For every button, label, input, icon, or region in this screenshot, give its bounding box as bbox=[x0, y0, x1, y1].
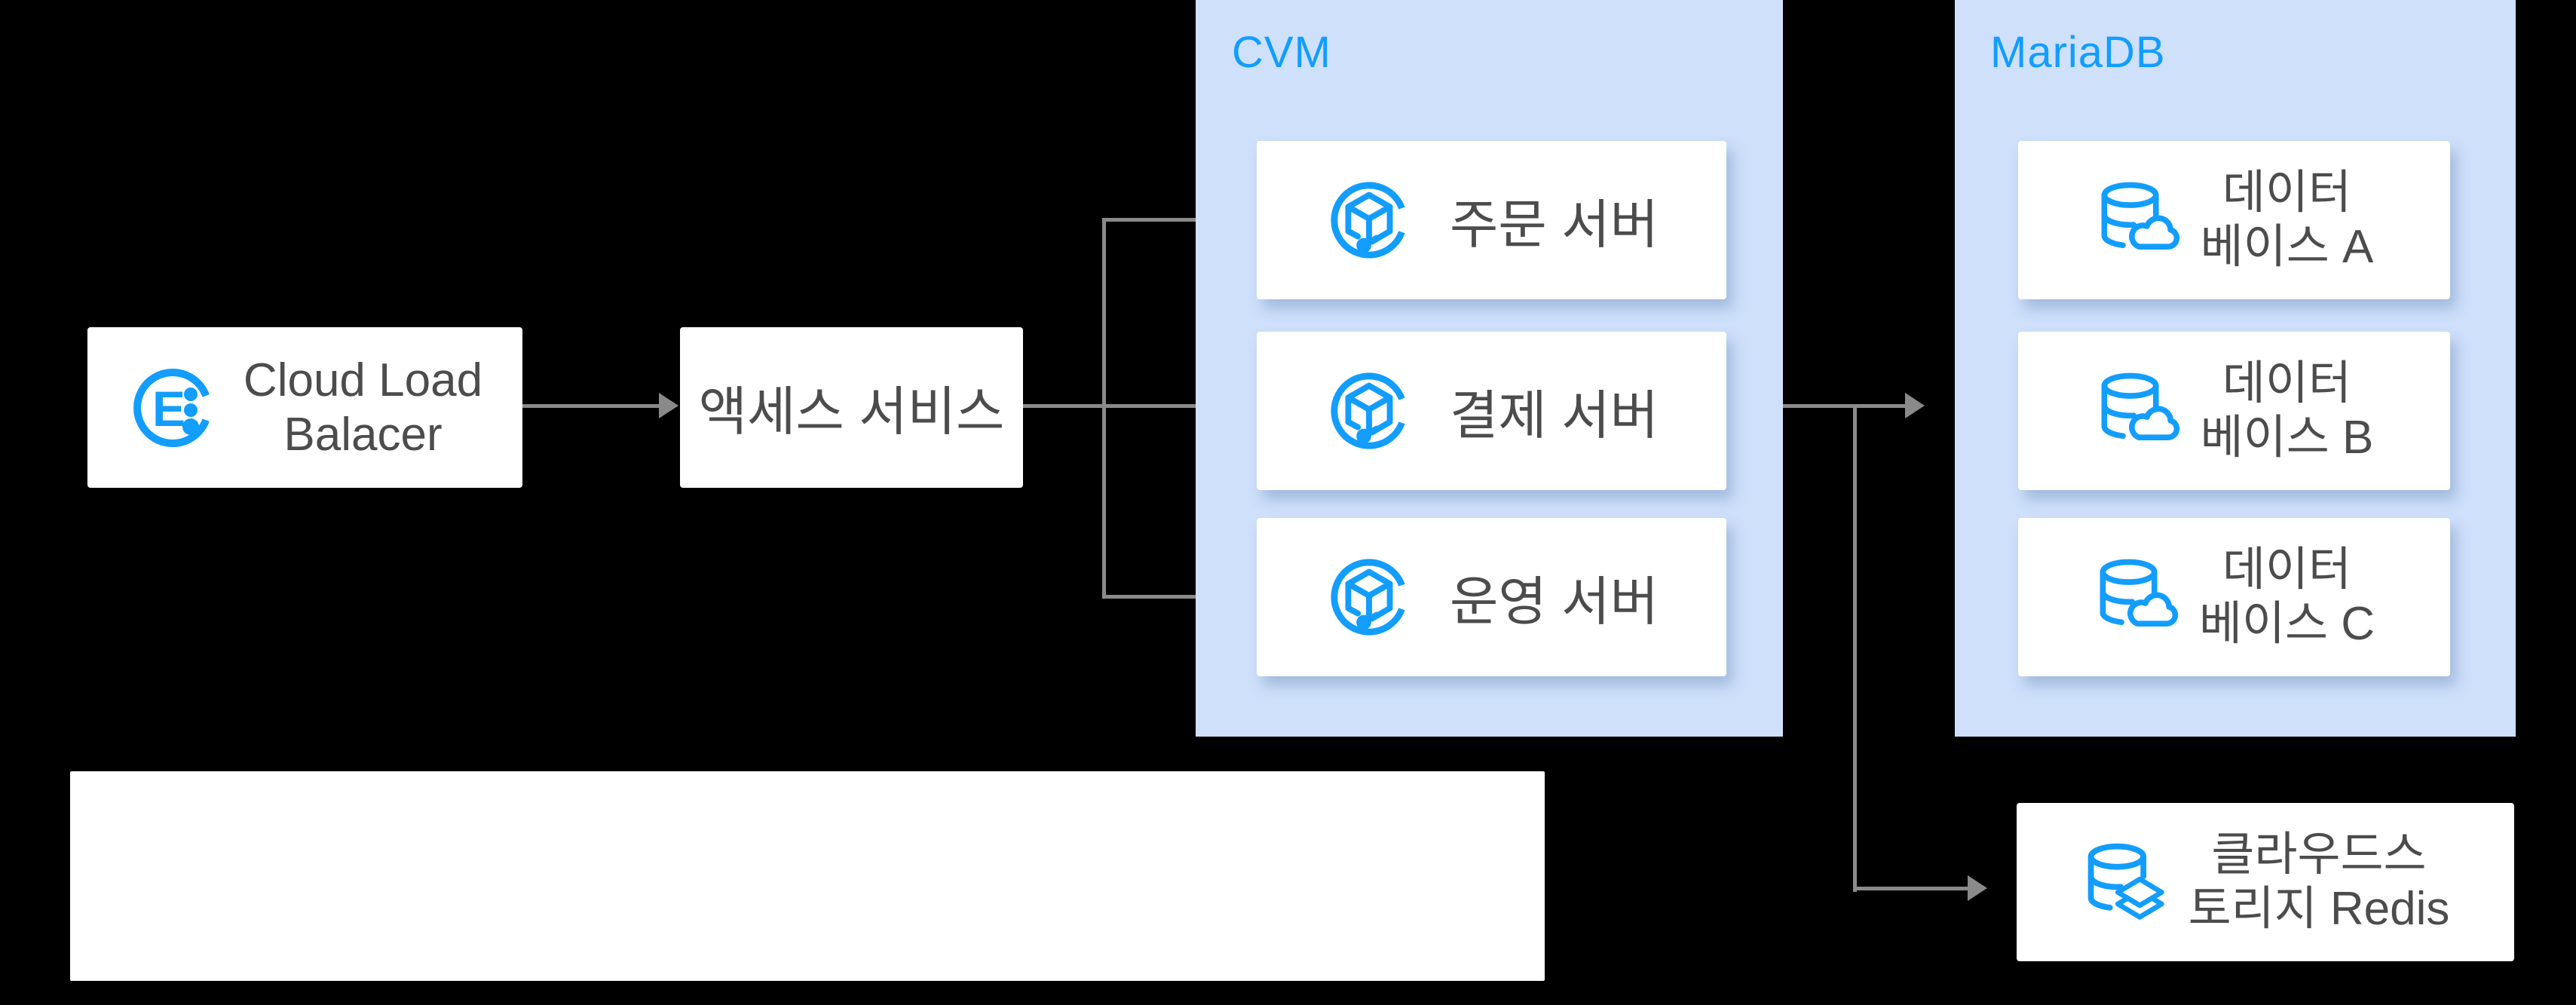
mariadb-container-title: MariaDB bbox=[1990, 28, 2166, 77]
database-b-label-line2: 베이스 B bbox=[2200, 412, 2374, 464]
empty-panel bbox=[70, 771, 1545, 981]
redis-label-line2: 토리지 Redis bbox=[2188, 883, 2450, 935]
database-cloud-icon bbox=[2101, 182, 2179, 250]
access-service-label: 액세스 서비스 bbox=[698, 382, 1005, 441]
database-b-node: 데이터 베이스 B bbox=[2018, 332, 2450, 490]
connector-branch-to-redis bbox=[1853, 887, 1968, 890]
payment-server-label: 결제 서버 bbox=[1449, 385, 1659, 445]
load-balancer-icon: E bbox=[133, 368, 210, 447]
database-c-label-line1: 데이터 bbox=[2222, 544, 2352, 596]
database-a-label-line1: 데이터 bbox=[2222, 167, 2352, 219]
cvm-icon bbox=[1331, 372, 1405, 449]
arrowhead-icon bbox=[659, 393, 678, 418]
payment-server-node: 결제 서버 bbox=[1257, 332, 1726, 490]
database-a-label-line2: 베이스 A bbox=[2200, 221, 2374, 273]
cloud-storage-redis-node: 클라우드스 토리지 Redis bbox=[2017, 803, 2514, 961]
connector-branch-vertical bbox=[1102, 218, 1106, 599]
ops-server-node: 운영 서버 bbox=[1257, 518, 1726, 676]
clb-label-line2: Balacer bbox=[283, 408, 443, 461]
order-server-node: 주문 서버 bbox=[1257, 141, 1726, 299]
clb-label-line1: Cloud Load bbox=[243, 354, 483, 406]
cloud-load-balancer-node: E Cloud Load Balacer bbox=[87, 327, 522, 488]
connector-branch-to-ops-server bbox=[1102, 595, 1206, 599]
svg-text:E: E bbox=[152, 381, 185, 437]
connector-clb-to-access bbox=[522, 404, 659, 408]
cvm-icon bbox=[1331, 182, 1405, 259]
database-stack-icon bbox=[2087, 843, 2164, 920]
database-a-node: 데이터 베이스 A bbox=[2018, 141, 2450, 299]
cvm-container-title: CVM bbox=[1232, 28, 1331, 77]
cvm-icon bbox=[1331, 559, 1405, 636]
database-c-node: 데이터 베이스 C bbox=[2018, 518, 2450, 676]
order-server-label: 주문 서버 bbox=[1449, 195, 1659, 254]
access-service-node: 액세스 서비스 bbox=[680, 327, 1023, 488]
connector-branch-to-order-server bbox=[1102, 218, 1206, 222]
database-cloud-icon bbox=[2100, 559, 2179, 627]
ops-server-label: 운영 서버 bbox=[1449, 571, 1659, 631]
database-b-label-line1: 데이터 bbox=[2222, 357, 2352, 409]
database-c-label-line2: 베이스 C bbox=[2198, 598, 2375, 650]
redis-label-line1: 클라우드스 bbox=[2211, 829, 2427, 881]
arrowhead-icon bbox=[1968, 875, 1987, 901]
connector-cvm-to-mariadb bbox=[1783, 404, 1905, 408]
connector-access-to-cvm bbox=[1023, 404, 1206, 408]
database-cloud-icon bbox=[2101, 372, 2179, 440]
arrowhead-icon bbox=[1905, 393, 1925, 418]
connector-branch-to-redis-vertical bbox=[1853, 404, 1857, 892]
